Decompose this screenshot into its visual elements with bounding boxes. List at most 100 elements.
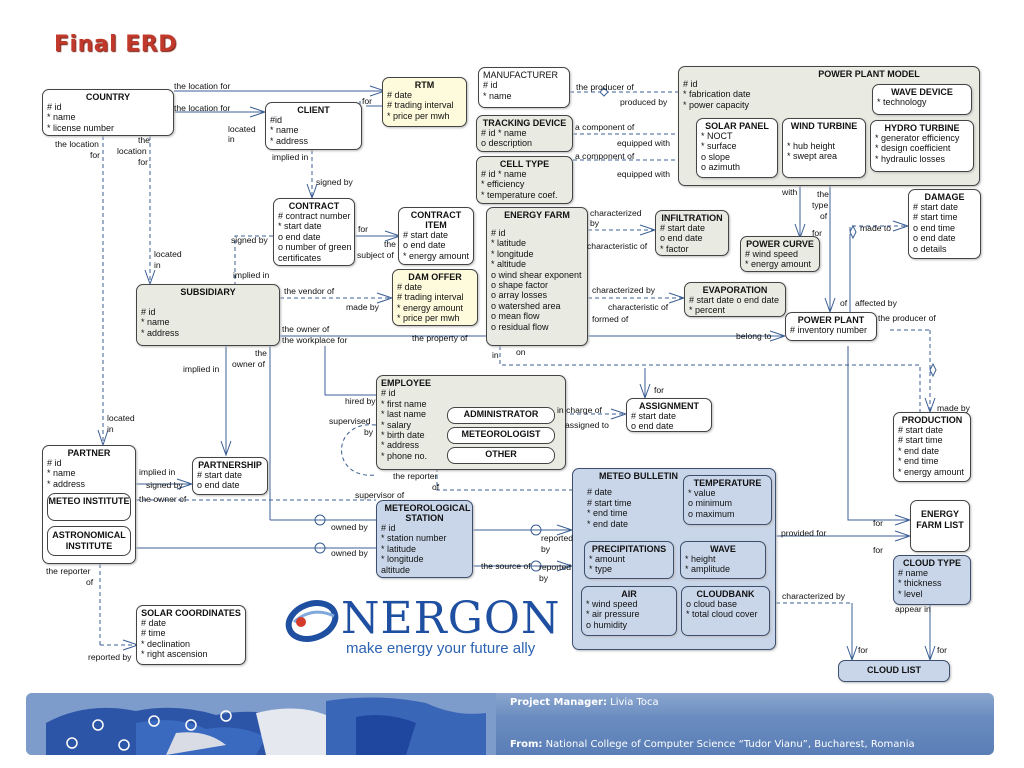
entity-solar-panel[interactable]: SOLAR PANEL * NOCT * surface o slope o a…: [696, 118, 778, 178]
attr: * factor: [660, 243, 689, 254]
relationship-label: the workplace for: [282, 335, 348, 345]
attr: * technology: [877, 97, 927, 107]
subtype-meteo-institute[interactable]: METEO INSTITUTE: [47, 493, 131, 521]
entity-wind-turbine[interactable]: WIND TURBINE * hub height * swept area: [782, 118, 866, 178]
attr: * total cloud cover: [686, 609, 758, 620]
relationship-label: located: [228, 124, 256, 134]
entity-tracking-device[interactable]: TRACKING DEVICE # id * name o descriptio…: [476, 115, 573, 152]
footer-banner: Project Manager: Livia Toca From: Nation…: [26, 693, 994, 755]
attr: * height: [685, 554, 716, 564]
attr: * hydraulic losses: [875, 153, 946, 164]
entity-cloud-type[interactable]: CLOUD TYPE # name * thickness * level: [893, 555, 971, 605]
entity-title: CLOUD LIST: [867, 665, 921, 675]
attr: o end date: [403, 240, 446, 251]
relationship-label: signed by: [231, 235, 268, 245]
relationship-label: owner of: [232, 359, 265, 369]
entity-precipitations[interactable]: PRECIPITATIONS * amount * type: [584, 541, 674, 579]
entity-meteorological-station[interactable]: METEOROLOGICAL STATION # id * station nu…: [376, 500, 473, 578]
relationship-label: characteristic of: [608, 302, 669, 312]
entity-evaporation[interactable]: EVAPORATION # start date o end date * pe…: [684, 282, 786, 317]
footer-from-value: National College of Computer Science “Tu…: [545, 739, 915, 750]
entity-title: SOLAR PANEL: [705, 121, 769, 131]
relationship-label: for: [873, 545, 884, 555]
entity-assignment[interactable]: ASSIGNMENT # start date o end date: [626, 398, 712, 432]
attr: * end date: [587, 518, 629, 529]
relationship-label: of: [820, 211, 828, 221]
entity-air[interactable]: AIR * wind speed * air pressure o humidi…: [581, 586, 677, 636]
relationship-label: characterized by: [592, 285, 656, 295]
attr: # wind speed: [745, 249, 799, 259]
entity-title: WAVE DEVICE: [891, 87, 953, 97]
entity-solar-coordinates[interactable]: SOLAR COORDINATES # date # time * declin…: [136, 605, 246, 665]
entity-title: CONTRACT ITEM: [410, 210, 462, 230]
entity-hydro-turbine[interactable]: HYDRO TURBINE * generator efficiency * d…: [870, 120, 974, 172]
entity-rtm[interactable]: RTM # date # trading interval * price pe…: [382, 77, 467, 127]
attr: # id: [141, 307, 156, 317]
entity-power-plant[interactable]: POWER PLANT # inventory number: [785, 312, 877, 341]
attr: * fabrication date: [683, 89, 751, 100]
subtype-administrator[interactable]: ADMINISTRATOR: [447, 407, 555, 424]
subtype-meteorologist[interactable]: METEOROLOGIST: [447, 427, 555, 444]
entity-subsidiary[interactable]: SUBSIDIARY # id * name * address: [136, 284, 280, 346]
entity-wave[interactable]: WAVE * height * amplitude: [680, 541, 766, 579]
attr: * percent: [689, 305, 726, 316]
entity-production[interactable]: PRODUCTION # start date # start time * e…: [893, 412, 971, 482]
entity-country[interactable]: COUNTRY # id * name * license number: [42, 89, 174, 136]
relationship-label: equipped with: [617, 169, 671, 179]
attr: # start date: [631, 411, 677, 421]
attr: # id: [483, 80, 498, 91]
attr: o number of green: [278, 242, 352, 253]
entity-title: METEO BULLETIN: [599, 471, 678, 481]
entity-wave-device[interactable]: WAVE DEVICE * technology: [872, 84, 972, 115]
attr: # inventory number: [790, 325, 868, 335]
attr: * latitude: [491, 238, 527, 249]
entity-temperature[interactable]: TEMPERATURE * value o minimum o maximum: [683, 475, 772, 525]
attr: * last name: [381, 409, 427, 420]
nergon-logo-icon: [285, 600, 339, 642]
entity-damage[interactable]: DAMAGE # start date # start time o end t…: [908, 189, 981, 259]
attr: o slope: [701, 151, 731, 162]
entity-dam-offer[interactable]: DAM OFFER # date # trading interval * en…: [392, 269, 478, 326]
entity-energy-farm[interactable]: ENERGY FARM # id * latitude * longitude …: [486, 207, 588, 346]
entity-cloud-list[interactable]: CLOUD LIST: [838, 660, 950, 682]
relationship-label: reported by: [88, 652, 132, 662]
relationship-label: located: [154, 249, 182, 259]
entity-infiltration[interactable]: INFILTRATION # start date o end date * f…: [655, 210, 729, 256]
attr: # trading interval: [387, 100, 454, 111]
attr: * name: [270, 125, 299, 136]
entity-client[interactable]: CLIENT #id * name * address: [265, 102, 362, 150]
entity-power-curve[interactable]: POWER CURVE # wind speed * energy amount: [740, 236, 820, 272]
relationship-label: the source of: [481, 561, 531, 571]
relationship-label: of: [432, 482, 440, 492]
attr: # contract number: [278, 211, 351, 221]
relationship-label: implied in: [233, 270, 270, 280]
relationship-label: made by: [346, 302, 379, 312]
subtype-astronomical-institute[interactable]: ASTRONOMICAL INSTITUTE: [47, 526, 131, 556]
entity-title: WIND TURBINE: [790, 121, 858, 131]
attr: * address: [270, 135, 309, 146]
entity-contract-item[interactable]: CONTRACT ITEM # start date o end date * …: [398, 207, 474, 265]
attr: # id: [491, 228, 506, 238]
attr: o end date: [913, 233, 956, 244]
relationship-label: the reporter: [46, 566, 91, 576]
attr: * altitude: [491, 259, 527, 270]
entity-cloudbank[interactable]: CLOUDBANK o cloud base * total cloud cov…: [681, 586, 770, 636]
entity-manufacturer[interactable]: MANUFACTURER # id * name: [478, 67, 570, 108]
relationship-label: characteristic of: [587, 241, 648, 251]
entity-partnership[interactable]: PARTNERSHIP # start date o end date: [192, 457, 268, 495]
attr: # id: [683, 79, 698, 89]
attr: * thickness: [898, 578, 942, 589]
entity-title: DAM OFFER: [408, 272, 462, 282]
footer-from: From: National College of Computer Scien…: [510, 739, 915, 750]
entity-contract[interactable]: CONTRACT # contract number * start date …: [273, 198, 355, 266]
attr: * amplitude: [685, 564, 731, 575]
relationship-label: signed by: [146, 480, 183, 490]
entity-energy-farm-list[interactable]: ENERGY FARM LIST: [910, 500, 970, 552]
logo-tagline: make energy your future ally: [346, 640, 536, 657]
attr: * declination: [141, 638, 191, 649]
subtype-other[interactable]: OTHER: [447, 447, 555, 464]
attr: #id: [270, 115, 283, 125]
attr: o maximum: [688, 508, 735, 519]
entity-cell-type[interactable]: CELL TYPE # id * name * efficiency * tem…: [476, 156, 573, 204]
logo-text: NERGON: [341, 593, 561, 644]
